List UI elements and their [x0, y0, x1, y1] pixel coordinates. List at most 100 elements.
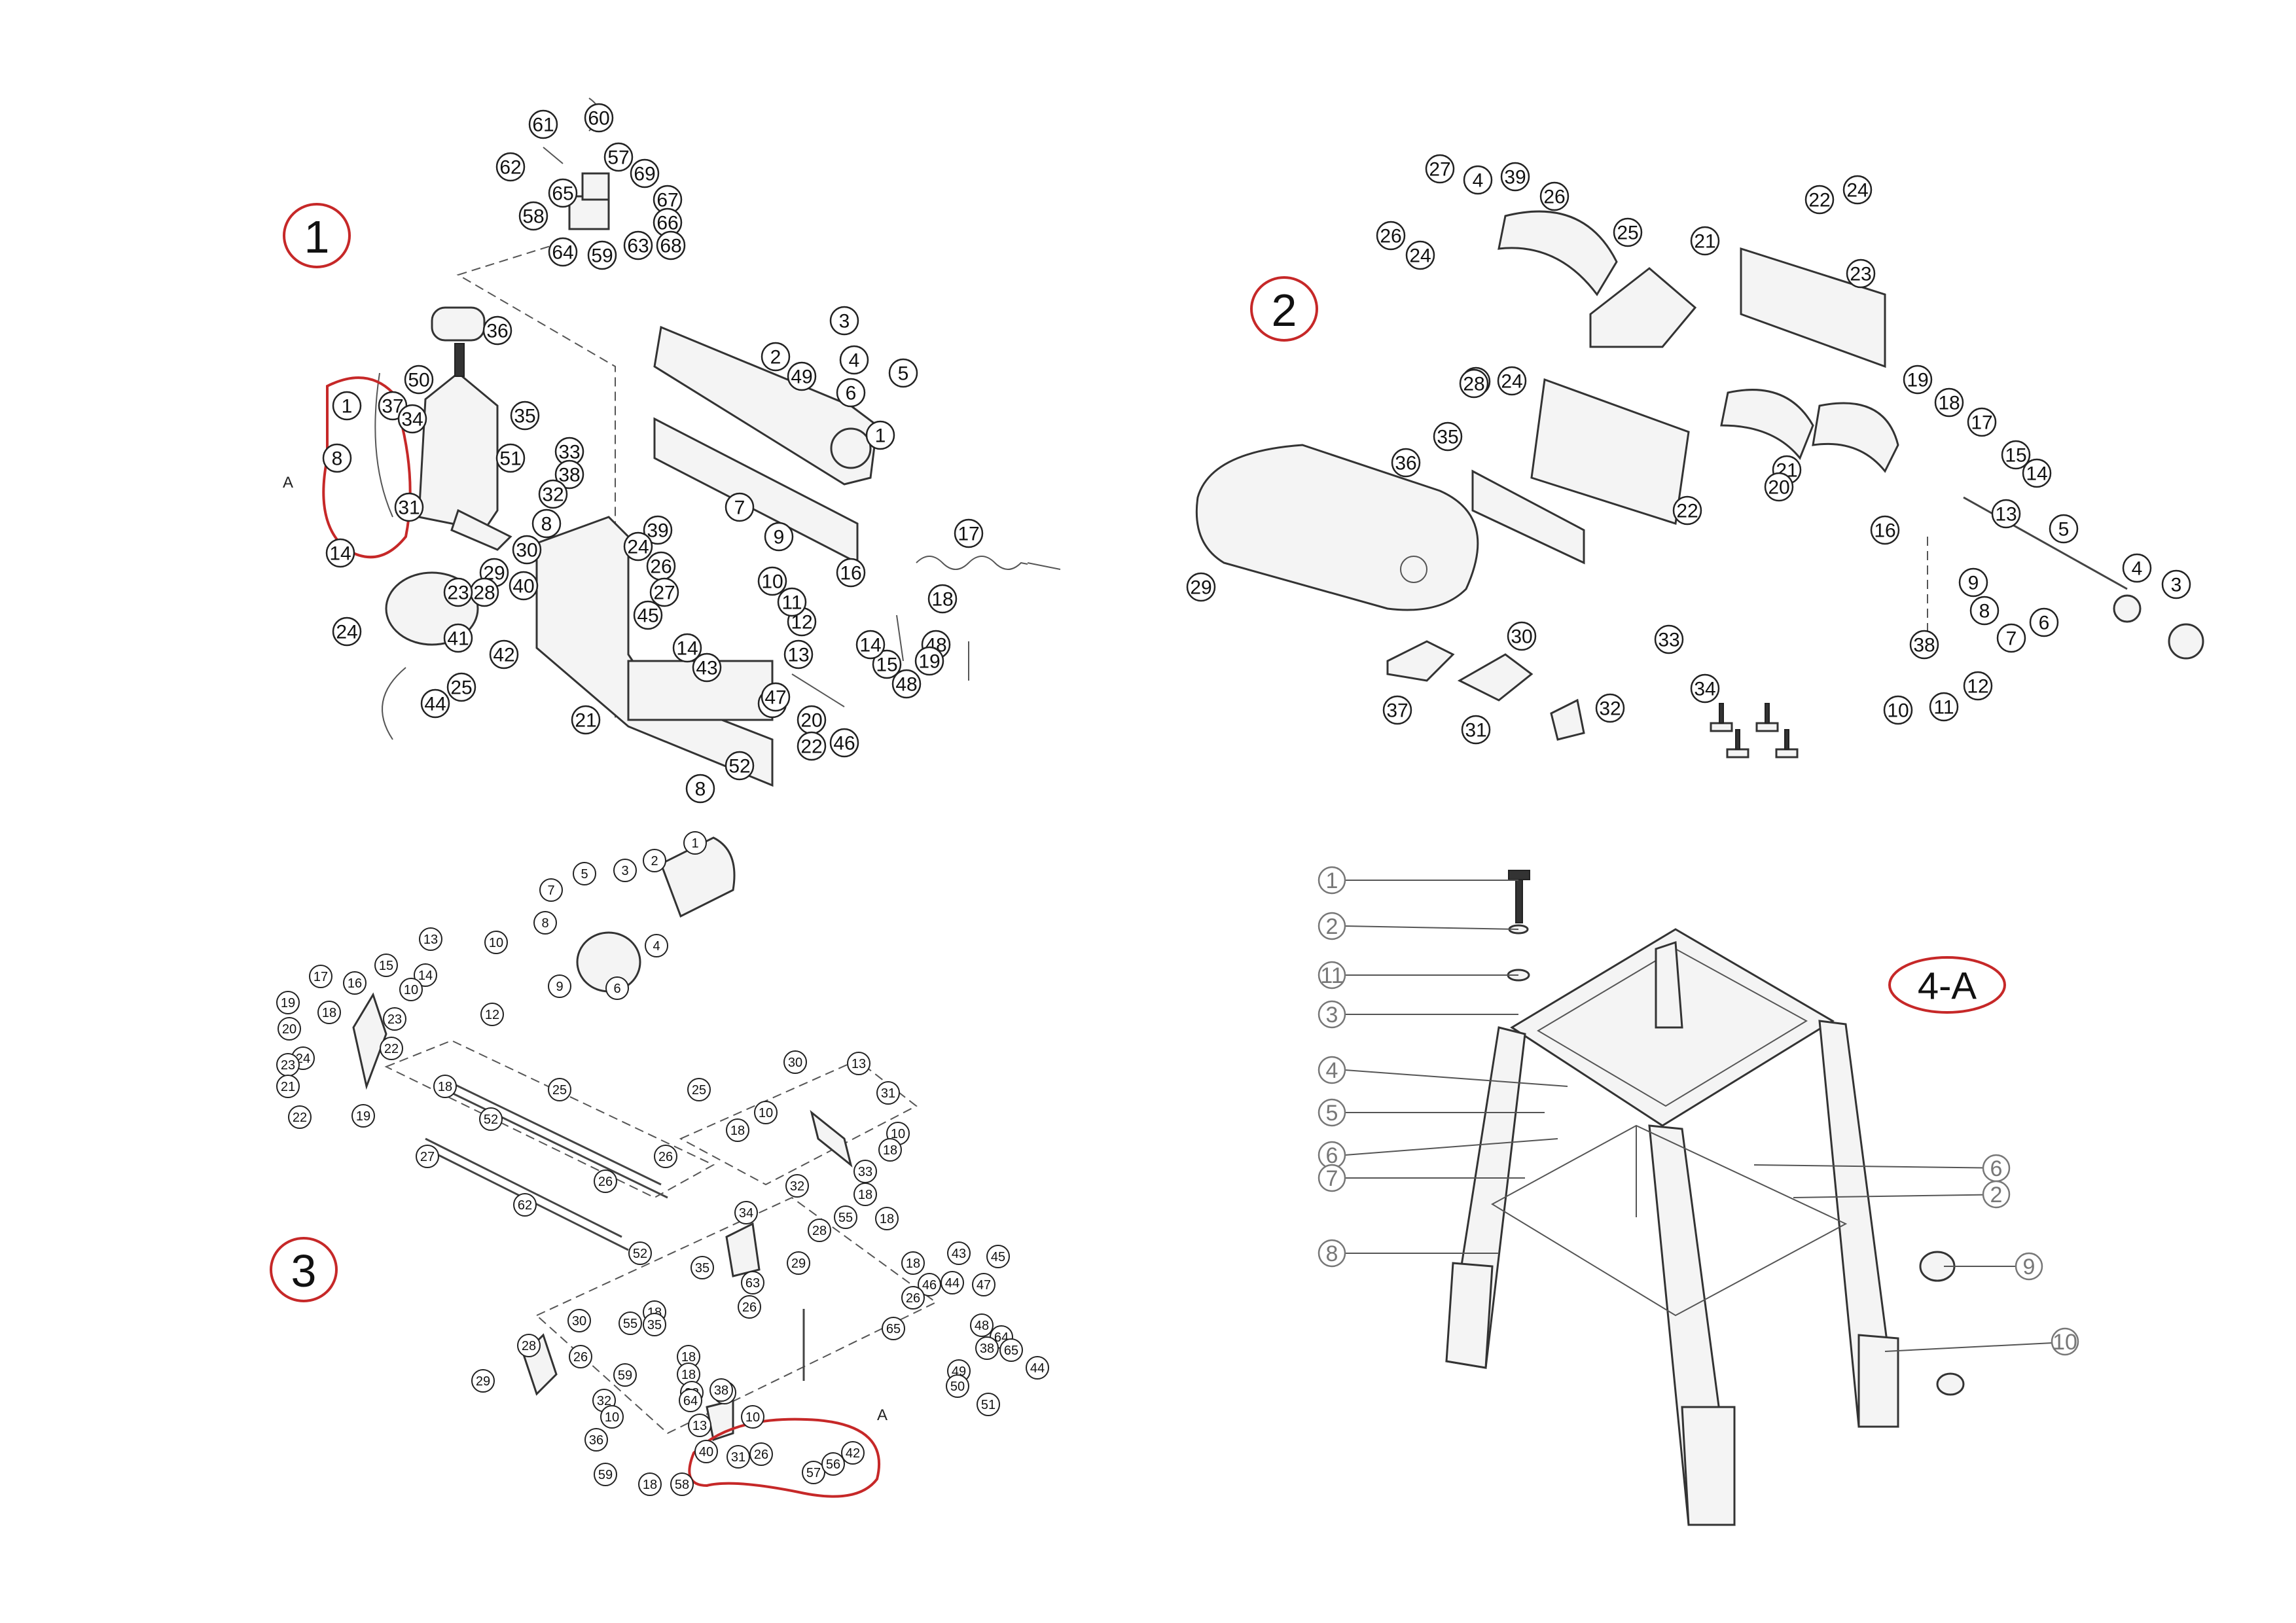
- callout-view-1-38: 38: [554, 459, 584, 490]
- callout-bubble: [754, 1101, 778, 1124]
- callout-view-1-34: 34: [397, 404, 427, 434]
- callout-number: 25: [692, 1083, 706, 1097]
- callout-number: 38: [980, 1342, 994, 1356]
- callout-bubble: [1026, 1356, 1049, 1380]
- callout-view-3-26: 26: [654, 1145, 677, 1168]
- callout-number: 20: [282, 1022, 296, 1037]
- callout-number: 22: [1808, 190, 1830, 211]
- callout-bubble: [1804, 185, 1835, 215]
- callout-view-3-26: 26: [569, 1345, 592, 1368]
- callout-number: 14: [418, 969, 433, 983]
- callout-bubble: [1318, 1056, 1346, 1084]
- callout-bubble: [797, 731, 827, 761]
- callout-bubble: [630, 158, 660, 188]
- callout-number: 35: [1437, 427, 1458, 448]
- callout-number: 65: [1004, 1344, 1018, 1358]
- callout-bubble: [531, 508, 562, 539]
- callout-bubble: [1996, 623, 2026, 653]
- callout-number: 13: [692, 1419, 707, 1433]
- callout-bubble: [1672, 495, 1702, 526]
- callout-bubble: [613, 859, 637, 882]
- callout-bubble: [587, 240, 617, 270]
- callout-number: 45: [637, 605, 658, 627]
- callout-number: 18: [858, 1188, 872, 1202]
- callout-number: 11: [1320, 963, 1343, 988]
- callout-number: 61: [532, 115, 554, 136]
- callout-number: 13: [1995, 504, 2017, 526]
- callout-bubble: [509, 571, 539, 601]
- callout-view-3-26: 26: [594, 1169, 617, 1193]
- callout-view-1-68: 68: [656, 230, 686, 260]
- callout-bubble: [941, 1271, 964, 1294]
- callout-number: 28: [1463, 374, 1484, 395]
- callout-number: 24: [1501, 371, 1522, 393]
- callout-view-1-15: 15: [872, 649, 902, 679]
- callout-view-2-38: 38: [1909, 630, 1939, 660]
- callout-bubble: [419, 927, 442, 951]
- callout-view-3-25: 25: [687, 1078, 711, 1101]
- callout-view-1-9: 9: [764, 522, 794, 552]
- callout-bubble: [548, 237, 578, 267]
- callout-number: 43: [696, 658, 717, 679]
- callout-bubble: [970, 1313, 994, 1337]
- callout-view-3-18: 18: [878, 1138, 902, 1162]
- callout-bubble: [1539, 181, 1570, 211]
- callout-view-4-A-11: 11: [1318, 961, 1518, 990]
- callout-view-3-26: 26: [901, 1286, 925, 1310]
- callout-number: 35: [647, 1318, 662, 1332]
- callout-view-3-18: 18: [875, 1207, 899, 1230]
- callout-view-2-24: 24: [1842, 175, 1873, 205]
- callout-bubble: [484, 931, 508, 954]
- callout-bubble: [397, 404, 427, 434]
- callout-number: 32: [790, 1179, 804, 1194]
- callout-number: 25: [450, 677, 472, 699]
- callout-bubble: [1507, 621, 1537, 651]
- callout-view-1-40: 40: [509, 571, 539, 601]
- callout-view-3-42: 42: [841, 1441, 865, 1465]
- callout-view-1-61: 61: [528, 109, 558, 139]
- callout-bubble: [836, 558, 866, 588]
- callout-number: 52: [484, 1113, 498, 1127]
- callout-view-3-10: 10: [399, 978, 423, 1001]
- callout-number: 62: [518, 1198, 532, 1213]
- callout-view-2-22: 22: [1804, 185, 1835, 215]
- callout-view-2-23: 23: [1846, 259, 1876, 289]
- callout-number: 31: [881, 1086, 895, 1101]
- callout-number: 51: [499, 448, 521, 470]
- callout-view-3-56: 56: [821, 1452, 845, 1476]
- callout-number: 11: [1933, 697, 1954, 719]
- callout-bubble: [594, 1463, 617, 1486]
- callout-view-3-32: 32: [785, 1174, 809, 1198]
- callout-view-3-20: 20: [278, 1017, 301, 1041]
- callout-number: 4: [1473, 170, 1484, 192]
- callout-number: 15: [379, 959, 393, 973]
- callout-bubble: [947, 1241, 971, 1265]
- callout-view-3-21: 21: [276, 1075, 300, 1098]
- callout-number: 46: [833, 733, 855, 755]
- callout-bubble: [888, 358, 918, 388]
- callout-bubble: [325, 538, 355, 568]
- callout-number: 16: [840, 563, 861, 584]
- callout-bubble: [777, 587, 807, 617]
- callout-number: 35: [695, 1261, 709, 1275]
- callout-view-3-15: 15: [374, 954, 398, 977]
- callout-number: 32: [542, 484, 564, 506]
- callout-view-1-57: 57: [603, 142, 634, 172]
- callout-number: 22: [800, 736, 822, 758]
- callout-bubble: [633, 600, 663, 630]
- callout-view-3-27: 27: [416, 1145, 439, 1168]
- callout-view-1-44: 44: [420, 688, 450, 719]
- callout-bubble: [1463, 165, 1493, 195]
- callout-bubble: [1461, 715, 1491, 745]
- callout-bubble: [603, 142, 634, 172]
- callout-number: 7: [2006, 628, 2017, 650]
- callout-number: 12: [485, 1008, 499, 1022]
- callout-view-2-37: 37: [1382, 695, 1412, 725]
- callout-number: 22: [293, 1111, 307, 1125]
- callout-bubble: [638, 1472, 662, 1496]
- callout-view-3-22: 22: [288, 1105, 312, 1129]
- callout-bubble: [446, 672, 476, 702]
- leveling-foot: [1775, 748, 1799, 758]
- callout-view-2-15: 15: [2001, 440, 2031, 470]
- callout-view-1-58: 58: [518, 201, 548, 231]
